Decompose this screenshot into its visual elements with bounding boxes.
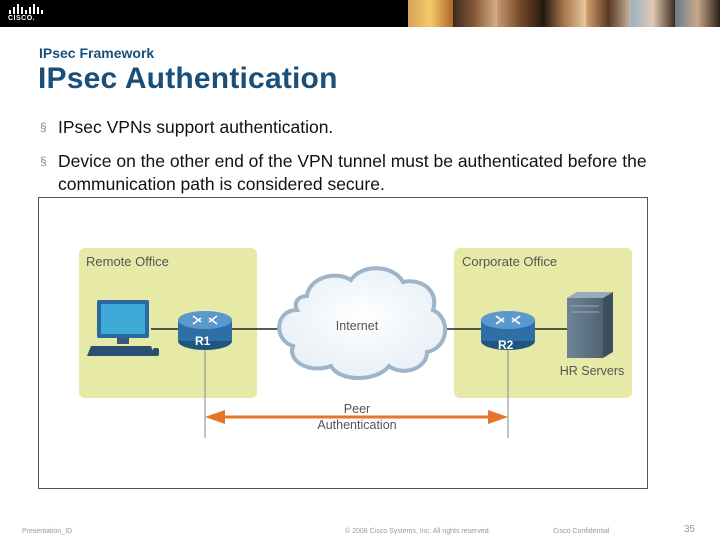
footer-presentation-id: Presentation_ID	[22, 528, 73, 535]
cisco-bars-icon	[9, 4, 43, 14]
footer-confidential: Cisco Confidential	[553, 528, 610, 535]
internet-cloud-icon	[277, 266, 448, 380]
router-r1-icon	[178, 311, 232, 350]
diagram-graphics	[87, 266, 613, 438]
bullet-text: IPsec VPNs support authentication.	[58, 117, 334, 137]
peer-authentication-arrow	[205, 410, 508, 424]
server-icon	[567, 292, 613, 358]
bullet-text: Device on the other end of the VPN tunne…	[58, 151, 647, 194]
pc-icon	[87, 300, 159, 356]
r1-label: R1	[195, 334, 211, 348]
network-diagram: Remote Office Corporate Office	[38, 197, 648, 489]
hr-servers-label: HR Servers	[559, 364, 625, 378]
internet-label: Internet	[335, 319, 379, 333]
peer-auth-label-line2: Authentication	[317, 418, 397, 432]
peer-auth-label-line1: Peer	[343, 402, 371, 416]
page-number: 35	[684, 524, 696, 535]
slide-title: IPsec Authentication	[38, 62, 338, 95]
cisco-logo: CISCO.	[8, 4, 43, 24]
bullet-marker-icon: §	[40, 120, 47, 134]
footer-copyright: © 2008 Cisco Systems, Inc. All rights re…	[345, 528, 491, 535]
slide-subtitle: IPsec Framework	[39, 45, 155, 61]
r2-label: R2	[498, 338, 514, 352]
router-r2-icon	[481, 311, 535, 350]
bullet-marker-icon: §	[40, 154, 47, 168]
cisco-logo-text: CISCO.	[8, 15, 36, 22]
corporate-office-label: Corporate Office	[462, 254, 558, 269]
remote-office-label: Remote Office	[86, 254, 169, 269]
header-bar: CISCO.	[0, 0, 720, 27]
header-photo-strip	[408, 0, 720, 27]
